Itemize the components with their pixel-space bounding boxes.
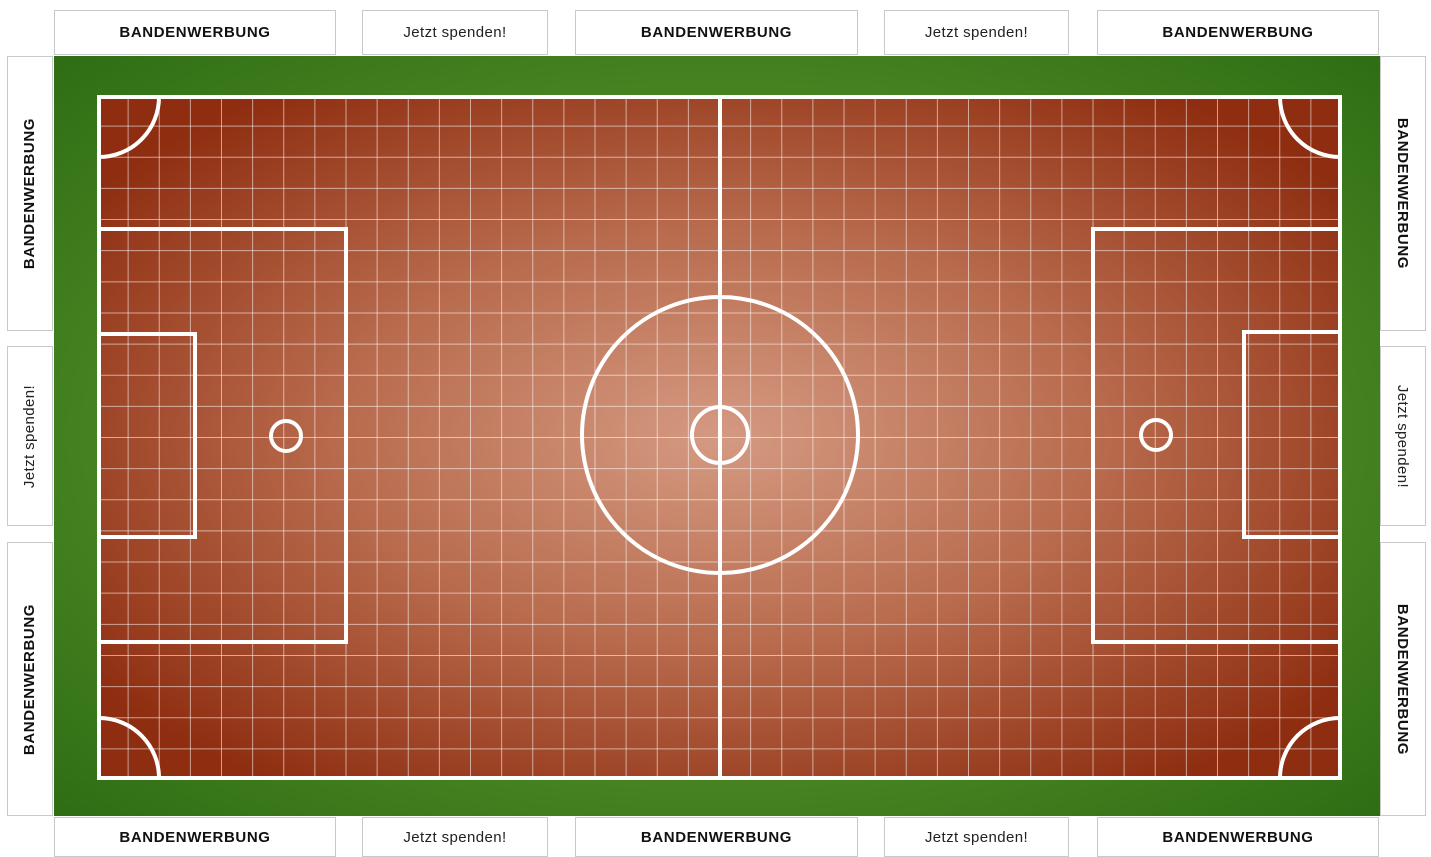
ad-board-label: BANDENWERBUNG [641,829,792,846]
ad-board-bottom-2[interactable]: BANDENWERBUNG [575,817,858,857]
ad-board-top-2[interactable]: BANDENWERBUNG [575,10,858,55]
ad-board-label: BANDENWERBUNG [641,24,792,41]
ad-board-left-1[interactable]: BANDENWERBUNG [7,56,53,331]
ad-board-label: BANDENWERBUNG [22,118,39,269]
ad-board-label: BANDENWERBUNG [1162,829,1313,846]
donate-board-top-1[interactable]: Jetzt spenden! [362,10,548,55]
donate-board-bottom-2[interactable]: Jetzt spenden! [884,817,1069,857]
donate-board-label: Jetzt spenden! [403,24,506,41]
soccer-pitch [97,95,1342,780]
ad-board-bottom-1[interactable]: BANDENWERBUNG [54,817,336,857]
ad-board-label: BANDENWERBUNG [1395,118,1412,269]
donate-board-left-1[interactable]: Jetzt spenden! [7,346,53,526]
pitch-svg [97,95,1342,780]
donate-board-label: Jetzt spenden! [925,829,1028,846]
ad-board-label: BANDENWERBUNG [119,829,270,846]
donate-board-right-1[interactable]: Jetzt spenden! [1380,346,1426,526]
ad-board-top-3[interactable]: BANDENWERBUNG [1097,10,1379,55]
ad-board-right-2[interactable]: BANDENWERBUNG [1380,542,1426,816]
donate-board-label: Jetzt spenden! [1395,384,1412,487]
ad-board-label: BANDENWERBUNG [1395,603,1412,754]
ad-board-label: BANDENWERBUNG [22,603,39,754]
donate-board-label: Jetzt spenden! [403,829,506,846]
ad-board-label: BANDENWERBUNG [1162,24,1313,41]
donate-board-label: Jetzt spenden! [22,384,39,487]
ad-board-right-1[interactable]: BANDENWERBUNG [1380,56,1426,331]
donate-board-bottom-1[interactable]: Jetzt spenden! [362,817,548,857]
donate-board-label: Jetzt spenden! [925,24,1028,41]
ad-board-left-2[interactable]: BANDENWERBUNG [7,542,53,816]
ad-board-top-1[interactable]: BANDENWERBUNG [54,10,336,55]
ad-board-bottom-3[interactable]: BANDENWERBUNG [1097,817,1379,857]
ad-board-label: BANDENWERBUNG [119,24,270,41]
donate-board-top-2[interactable]: Jetzt spenden! [884,10,1069,55]
